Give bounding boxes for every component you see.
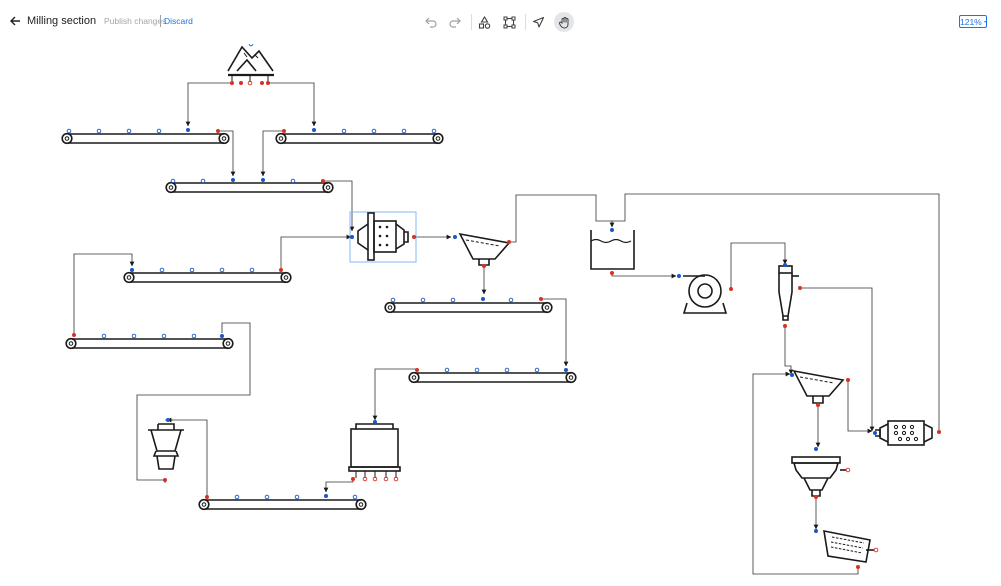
zoom-select[interactable]: 121% <box>959 15 987 28</box>
connectors <box>73 82 940 575</box>
select-frame-icon <box>503 16 515 28</box>
vibrating-screen-icon[interactable] <box>458 232 511 266</box>
connector <box>800 287 875 432</box>
publish-changes-button[interactable]: Publish changes <box>104 16 167 26</box>
connector <box>280 234 352 269</box>
hand-button[interactable] <box>554 12 574 32</box>
arrow-left-icon <box>10 16 20 26</box>
cone-crusher-icon[interactable] <box>148 423 184 470</box>
conveyor-icon[interactable] <box>275 132 444 145</box>
flotation-cell-icon[interactable] <box>791 456 846 497</box>
hand-icon <box>558 16 568 29</box>
connector <box>323 180 355 232</box>
shapes-icon <box>478 15 490 29</box>
selection-box <box>349 211 417 263</box>
back-button[interactable] <box>6 12 24 30</box>
shapes-button[interactable] <box>474 12 494 32</box>
connector <box>260 130 284 177</box>
ports[interactable] <box>66 44 941 569</box>
filter-icon[interactable] <box>823 529 874 563</box>
conveyor-icon[interactable] <box>384 301 553 314</box>
ball-mill-icon[interactable] <box>357 212 409 261</box>
connector <box>541 298 569 367</box>
connector <box>323 478 354 493</box>
redo-icon <box>448 17 461 28</box>
pump-icon[interactable] <box>682 274 728 314</box>
divider <box>160 15 161 27</box>
connector <box>136 322 251 483</box>
redo-button[interactable] <box>445 12 465 32</box>
conveyor-icon[interactable] <box>123 271 292 284</box>
leach-tank-icon[interactable] <box>348 423 401 478</box>
connector <box>612 193 940 431</box>
connector <box>611 272 677 279</box>
zoom-value: 121% <box>960 16 982 27</box>
tank-icon[interactable] <box>590 230 635 270</box>
toolbar-divider <box>471 14 472 30</box>
conveyor-icon[interactable] <box>61 132 230 145</box>
connector <box>847 380 873 434</box>
connector <box>509 194 615 243</box>
stockpile-icon[interactable] <box>227 45 274 82</box>
undo-icon <box>424 17 437 28</box>
vibrating-screen-icon[interactable] <box>792 369 845 404</box>
connector <box>268 82 317 127</box>
chevron-down-icon <box>983 20 986 23</box>
toolbar-divider <box>525 14 526 30</box>
select-frame-button[interactable] <box>499 12 519 32</box>
top-bar: Milling section Publish changes Discard <box>0 0 1001 44</box>
ball-mill-icon[interactable] <box>875 420 933 446</box>
discard-button[interactable]: Discard <box>164 16 193 26</box>
conveyor-icon[interactable] <box>165 181 334 194</box>
page-title: Milling section <box>27 15 97 27</box>
connector <box>784 326 794 375</box>
conveyor-icon[interactable] <box>408 371 577 384</box>
conveyor-icon[interactable] <box>198 498 367 511</box>
flowsheet-canvas[interactable] <box>0 44 1001 586</box>
pointer-icon <box>532 16 544 28</box>
pointer-button[interactable] <box>528 12 548 32</box>
connector <box>752 371 859 575</box>
connector <box>73 253 135 335</box>
undo-button[interactable] <box>420 12 440 32</box>
connector <box>730 242 788 288</box>
connector <box>165 419 208 497</box>
conveyor-icon[interactable] <box>65 337 234 350</box>
connector <box>372 368 417 421</box>
connector <box>218 130 236 177</box>
hydrocyclone-icon[interactable] <box>778 265 799 321</box>
connector <box>185 82 232 127</box>
